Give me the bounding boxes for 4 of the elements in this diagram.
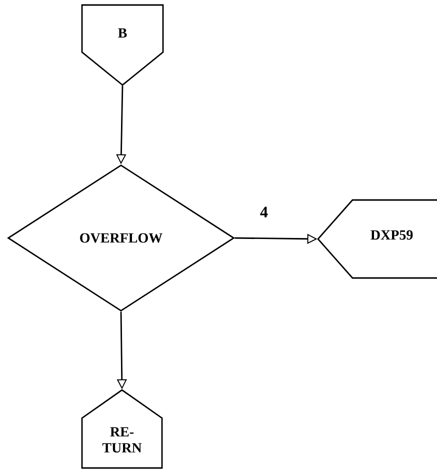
edge-label: 4: [259, 206, 269, 218]
off-page-connector: B: [81, 4, 164, 86]
off-page-connector: DXP59: [317, 199, 437, 279]
off-page-connector: RE- TURN: [81, 389, 163, 469]
